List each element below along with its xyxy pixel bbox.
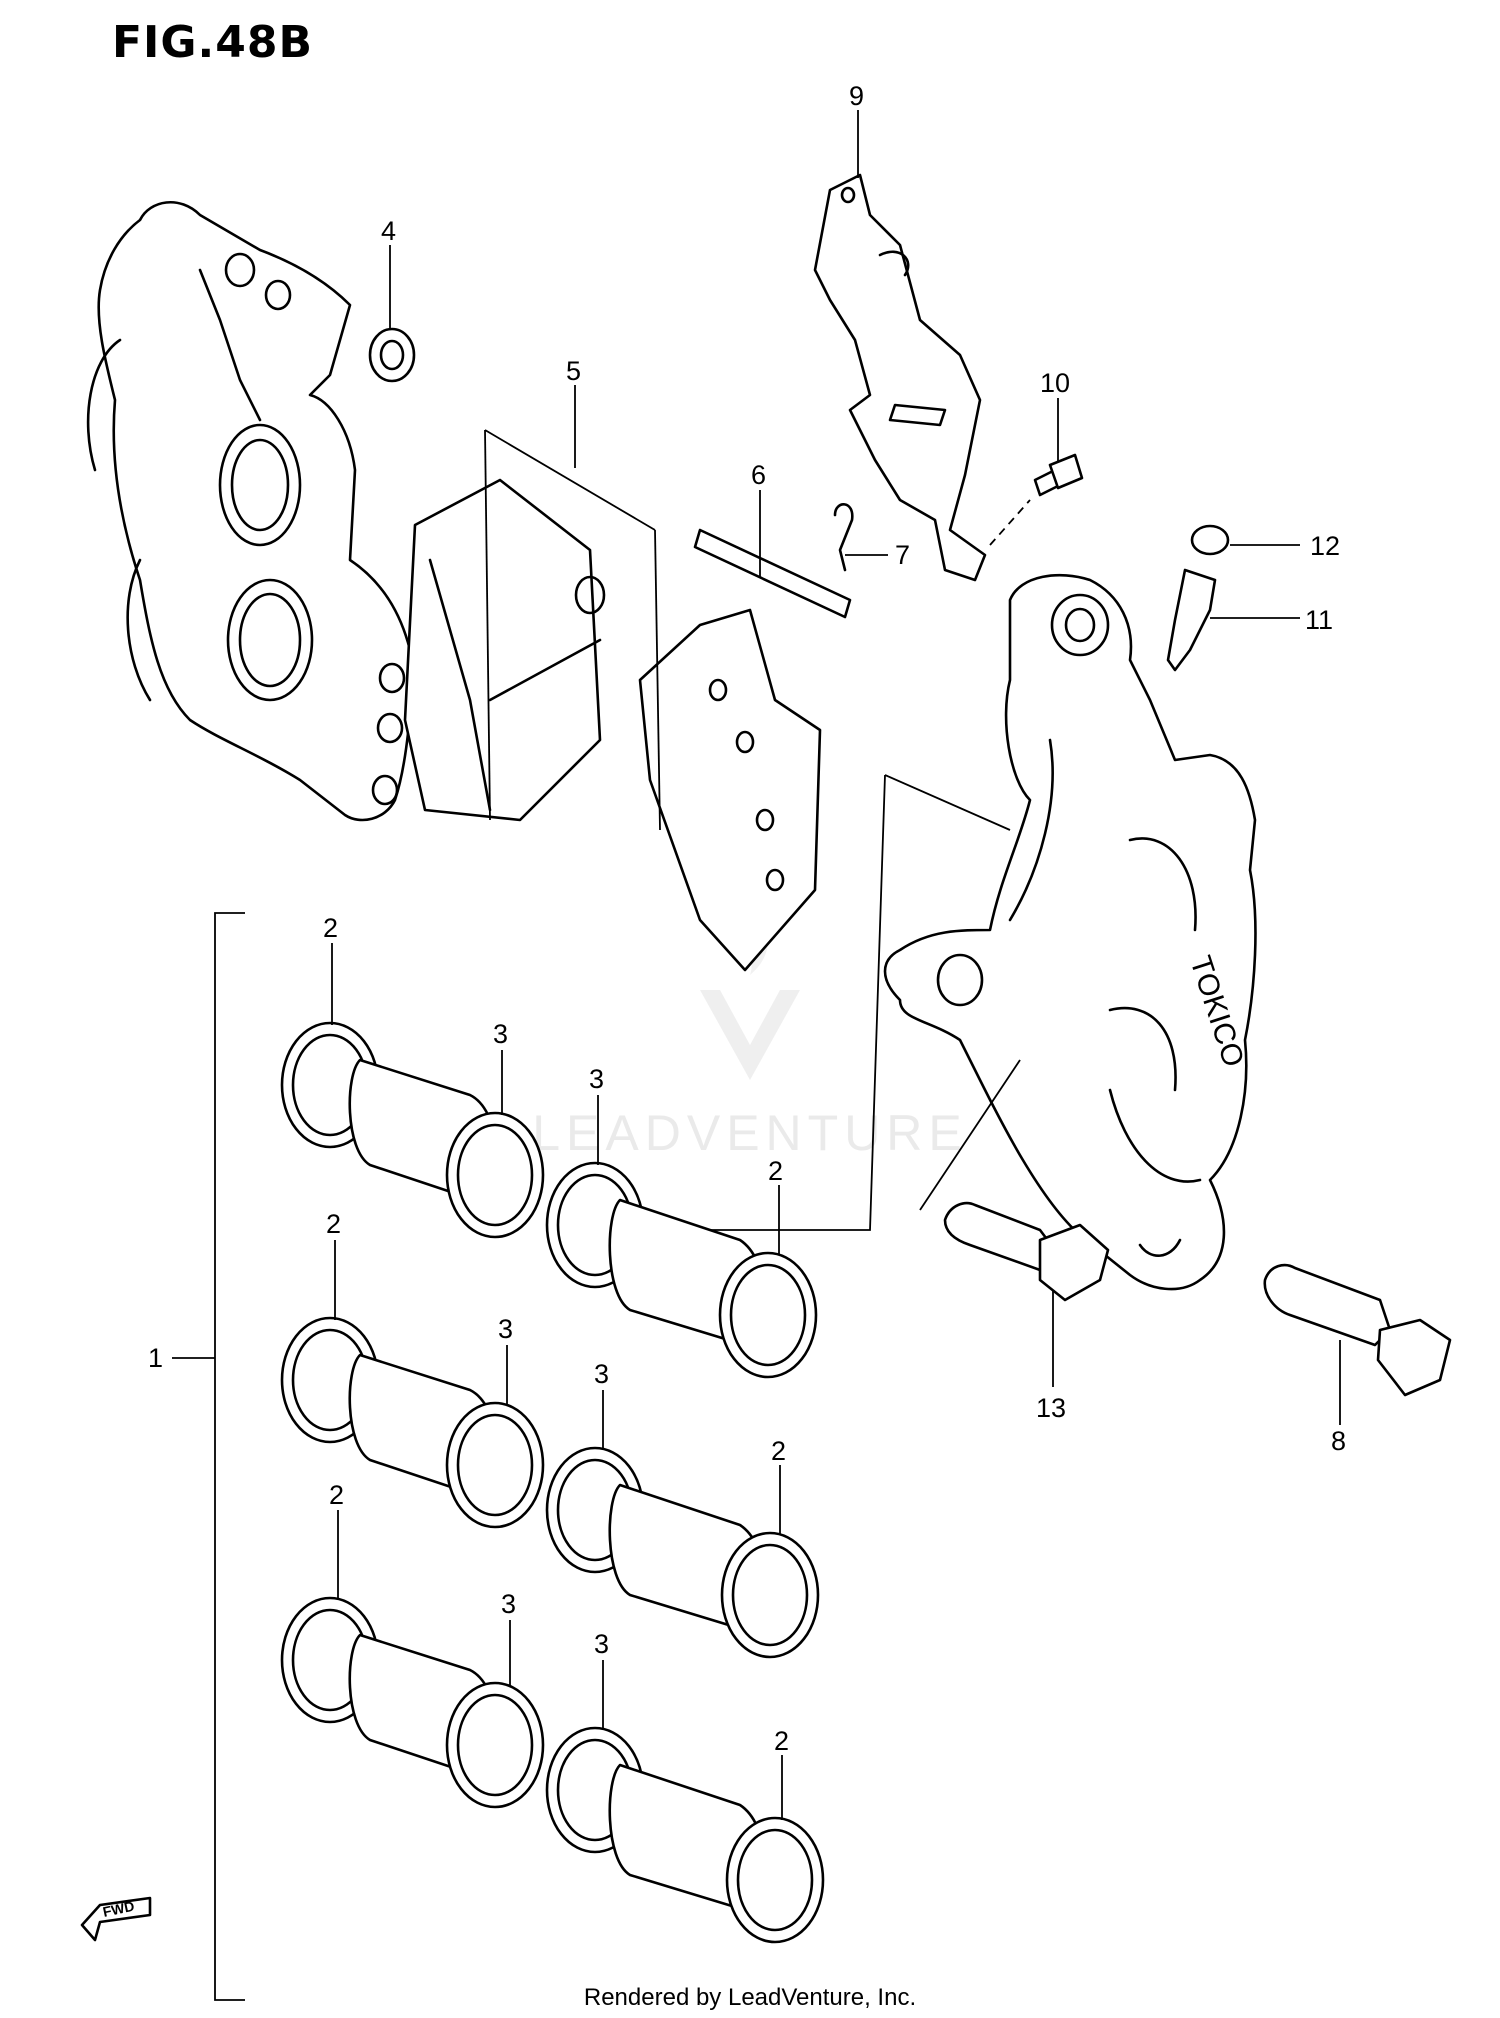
callout-3: 3	[498, 1314, 513, 1344]
footer-credit: Rendered by LeadVenture, Inc.	[584, 1984, 916, 2011]
brake-pad-front	[403, 478, 606, 822]
kit-bracket-part-1	[172, 912, 245, 2001]
callout-3: 3	[594, 1359, 609, 1389]
piston-row-5	[280, 1510, 545, 1809]
clip-part-7	[833, 503, 888, 572]
callout-12: 12	[1310, 531, 1340, 561]
callout-2: 2	[326, 1209, 341, 1239]
piston-row-4	[545, 1390, 820, 1659]
callout-3: 3	[594, 1629, 609, 1659]
bolt-part-8	[1263, 1263, 1452, 1425]
forward-arrow-icon: FWD	[80, 1896, 152, 1942]
piston-row-3	[280, 1240, 545, 1529]
caliper-half-inner: TOKICO	[655, 573, 1257, 1291]
watermark: LEADVENTURE	[532, 900, 968, 1161]
piston-row-1	[280, 943, 545, 1239]
cap-part-12	[1190, 524, 1300, 556]
watermark-text: LEADVENTURE	[532, 1105, 968, 1161]
pad-pin-part-6	[693, 490, 852, 619]
callout-2: 2	[774, 1726, 789, 1756]
callout-9: 9	[849, 81, 864, 111]
callout-10: 10	[1040, 368, 1070, 398]
callout-1: 1	[148, 1343, 163, 1373]
bleeder-part-11	[1166, 568, 1300, 672]
callout-11: 11	[1305, 605, 1333, 635]
caliper-half-outer	[86, 201, 413, 822]
bolt-part-13	[943, 1201, 1110, 1387]
callout-2: 2	[771, 1436, 786, 1466]
callout-7: 7	[895, 540, 910, 570]
callout-2: 2	[323, 913, 338, 943]
callout-3: 3	[501, 1589, 516, 1619]
callout-6: 6	[751, 460, 766, 490]
callout-8: 8	[1331, 1426, 1346, 1456]
callout-13: 13	[1036, 1393, 1066, 1423]
callout-2: 2	[768, 1156, 783, 1186]
forward-label: FWD	[101, 1898, 136, 1920]
bracket-part-9	[813, 110, 987, 582]
watermark-logo	[700, 990, 800, 1080]
callout-5: 5	[566, 356, 581, 386]
brake-pad-rear	[638, 608, 822, 972]
figure-title: FIG.48B	[112, 17, 313, 68]
callout-4: 4	[381, 216, 396, 246]
callout-labels: 1 2 2 2 2 2 2 3 3 3 3 3 3 4 5 6 7 8 9 10…	[148, 81, 1346, 1756]
callout-3: 3	[589, 1064, 604, 1094]
pad-bracket-lines	[484, 385, 661, 831]
piston-row-6	[545, 1660, 825, 1944]
seal-part-4	[368, 245, 416, 383]
callout-3: 3	[493, 1019, 508, 1049]
callout-2: 2	[329, 1480, 344, 1510]
screw-part-10	[989, 398, 1084, 546]
piston-row-2	[545, 1095, 818, 1379]
